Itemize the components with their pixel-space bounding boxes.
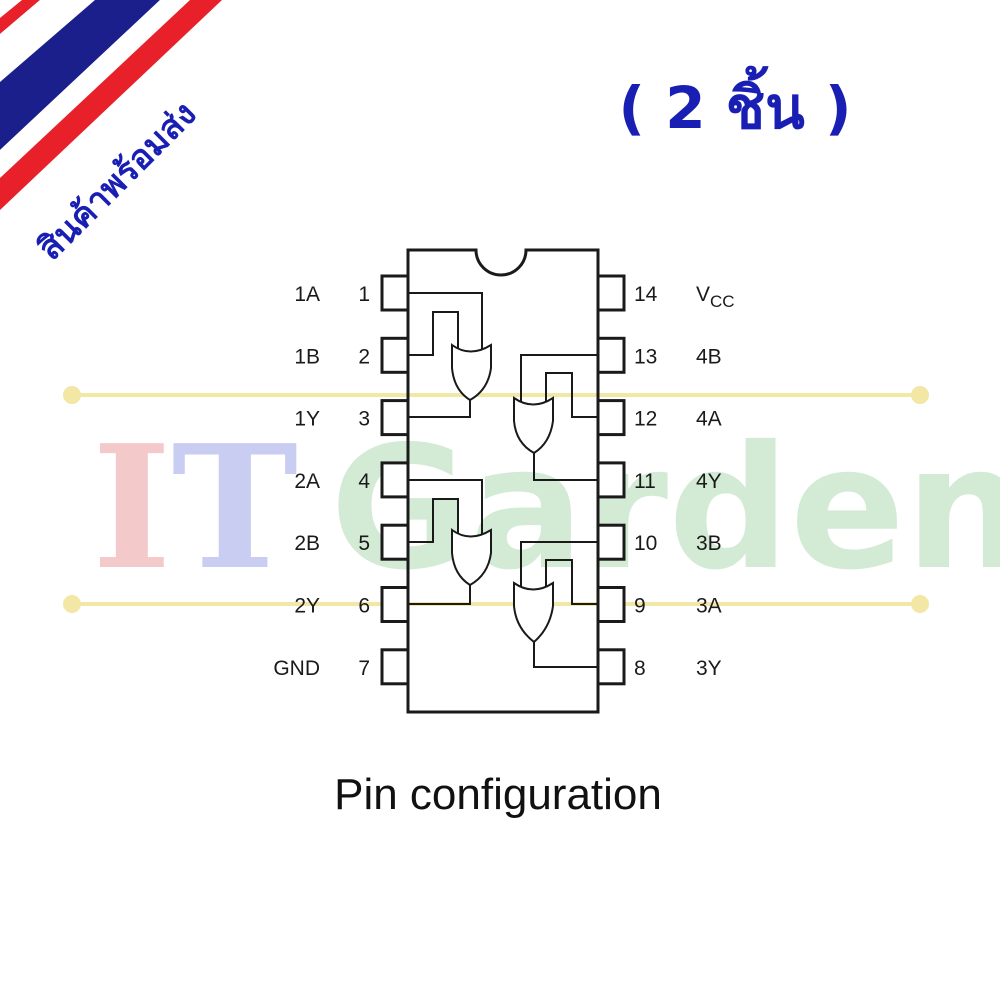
pin-number: 8	[634, 657, 646, 680]
pin-number: 14	[634, 283, 658, 306]
pin-lead	[596, 586, 626, 623]
pin-lead	[380, 274, 410, 312]
pin-lead	[380, 336, 410, 374]
pin-number: 6	[358, 595, 370, 618]
pin-2: 2 1B	[294, 336, 410, 374]
wire	[408, 479, 483, 536]
pin-label: 2A	[294, 470, 320, 493]
right-pins: 14 VCC 13 4B 12 4A 11 4Y 10 3B 9 3A 8 3Y	[596, 274, 735, 686]
pin-number: 11	[634, 470, 656, 493]
pin-number: 13	[634, 345, 657, 368]
pin-label: 3Y	[696, 657, 722, 680]
left-pins: 1 1A 2 1B 3 1Y 4 2A 5 2B 6 2Y 7 GND	[273, 274, 410, 686]
pin-lead	[380, 399, 410, 437]
pin-number: 10	[634, 532, 657, 555]
pin-8: 8 3Y	[596, 648, 722, 686]
pin-number: 12	[634, 408, 657, 431]
pin-number: 1	[358, 283, 370, 306]
pin-number: 7	[358, 657, 370, 680]
pin-label: 4Y	[696, 470, 722, 493]
pin-lead	[596, 523, 626, 561]
pin-lead	[596, 336, 626, 374]
watermark-dot	[63, 386, 81, 404]
ribbon-banner	[0, 0, 222, 210]
pin-1: 1 1A	[294, 274, 410, 312]
pin-label: 3B	[696, 532, 722, 555]
wire	[408, 580, 471, 605]
pin-lead	[596, 399, 626, 437]
or-gate-icon	[513, 581, 554, 644]
ic-package: 1 1A 2 1B 3 1Y 4 2A 5 2B 6 2Y 7 GND 14 VCC 13 4B 12 4A 11 4Y…	[273, 248, 735, 714]
pin-number: 4	[358, 470, 370, 493]
pin-label: 2Y	[294, 595, 320, 618]
pin-10: 10 3B	[596, 523, 722, 561]
pin-lead	[380, 461, 410, 499]
wire	[533, 449, 598, 481]
wire	[408, 311, 459, 356]
watermark-brand-it: IT	[92, 408, 298, 608]
pin-label: 2B	[294, 532, 320, 555]
pin-number: 2	[358, 345, 370, 368]
wire	[545, 372, 598, 418]
pin-number: 3	[358, 408, 370, 431]
ic-body	[406, 248, 600, 714]
or-gate-icon	[451, 528, 492, 587]
pin-lead	[380, 648, 410, 686]
pin-lead	[380, 523, 410, 561]
watermark-dot	[63, 595, 81, 613]
watermark-brand-garden: Garden	[330, 410, 1000, 608]
pin-label: 4B	[696, 345, 722, 368]
watermark-dot	[911, 386, 929, 404]
wire	[533, 638, 598, 668]
ic-gates	[451, 343, 554, 644]
pin-12: 12 4A	[596, 399, 722, 437]
diagram-caption: Pin configuration	[334, 770, 662, 819]
pin-5: 5 2B	[294, 523, 410, 561]
or-gate-icon	[451, 343, 492, 402]
pin-3: 3 1Y	[294, 399, 410, 437]
ribbon-red-stripe	[0, 0, 222, 210]
pin-lead	[596, 461, 626, 499]
watermark-dot	[911, 595, 929, 613]
pin-label: 1A	[294, 283, 320, 306]
wire	[408, 396, 471, 418]
pin-label: GND	[273, 657, 320, 680]
pin-label: 1Y	[294, 408, 320, 431]
pin-label: 4A	[696, 408, 722, 431]
quantity-badge: ( 2 ชิ้น )	[619, 66, 852, 142]
pin-label: 1B	[294, 345, 320, 368]
wire	[408, 498, 459, 543]
or-gate-icon	[513, 396, 554, 455]
pin-13: 13 4B	[596, 336, 722, 374]
pin-7: 7 GND	[273, 648, 410, 686]
pin-14: 14 VCC	[596, 274, 735, 312]
pin-number: 9	[634, 595, 646, 618]
pin-number: 5	[358, 532, 370, 555]
wire	[408, 292, 483, 352]
pin-lead	[596, 274, 626, 312]
watermark: IT Garden	[63, 386, 1000, 613]
wire	[545, 559, 598, 605]
pin-label: 3A	[696, 595, 722, 618]
ic-internal-wiring	[408, 292, 598, 668]
pin-6: 6 2Y	[294, 586, 410, 623]
pin-lead	[596, 648, 626, 686]
wire	[520, 354, 598, 403]
wire	[520, 541, 598, 588]
pin-lead	[380, 586, 410, 623]
pin-label: VCC	[696, 283, 735, 311]
